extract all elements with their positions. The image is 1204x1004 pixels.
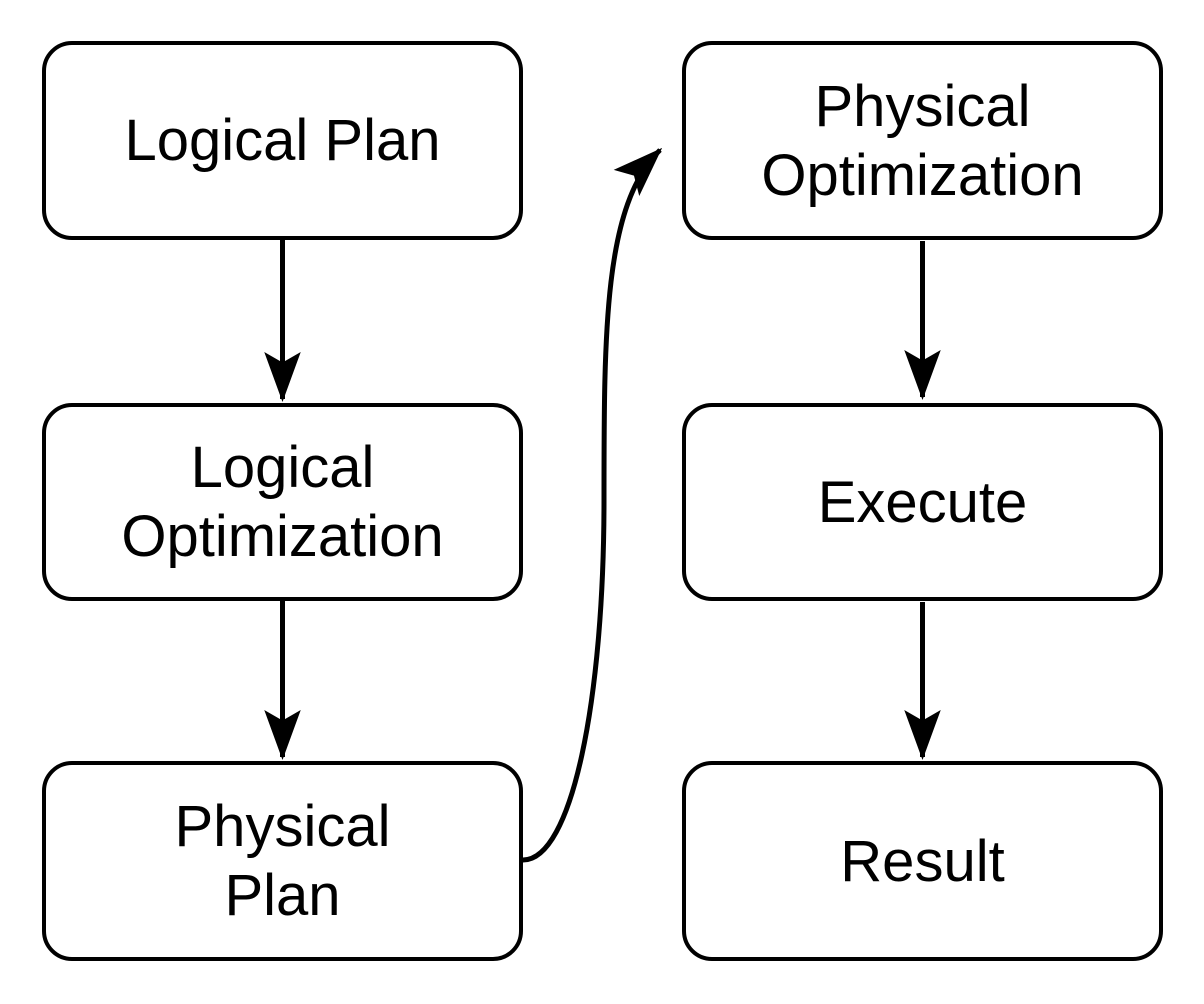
node-logical-optimization-label: Logical Optimization: [121, 435, 444, 569]
node-physical-optimization[interactable]: Physical Optimization: [682, 41, 1163, 240]
node-logical-plan-label: Logical Plan: [124, 108, 441, 173]
node-execute-label: Execute: [817, 469, 1028, 535]
node-execute[interactable]: Execute: [682, 403, 1163, 601]
node-result[interactable]: Result: [682, 761, 1163, 961]
node-result-label: Result: [840, 828, 1005, 894]
node-logical-optimization[interactable]: Logical Optimization: [42, 403, 523, 601]
edge-physical-plan-to-physical-optimization: [522, 147, 663, 863]
node-physical-plan-label: Physical Plan: [174, 794, 391, 928]
node-logical-plan[interactable]: Logical Plan: [42, 41, 523, 240]
node-physical-optimization-label: Physical Optimization: [761, 73, 1084, 208]
node-physical-plan[interactable]: Physical Plan: [42, 761, 523, 961]
